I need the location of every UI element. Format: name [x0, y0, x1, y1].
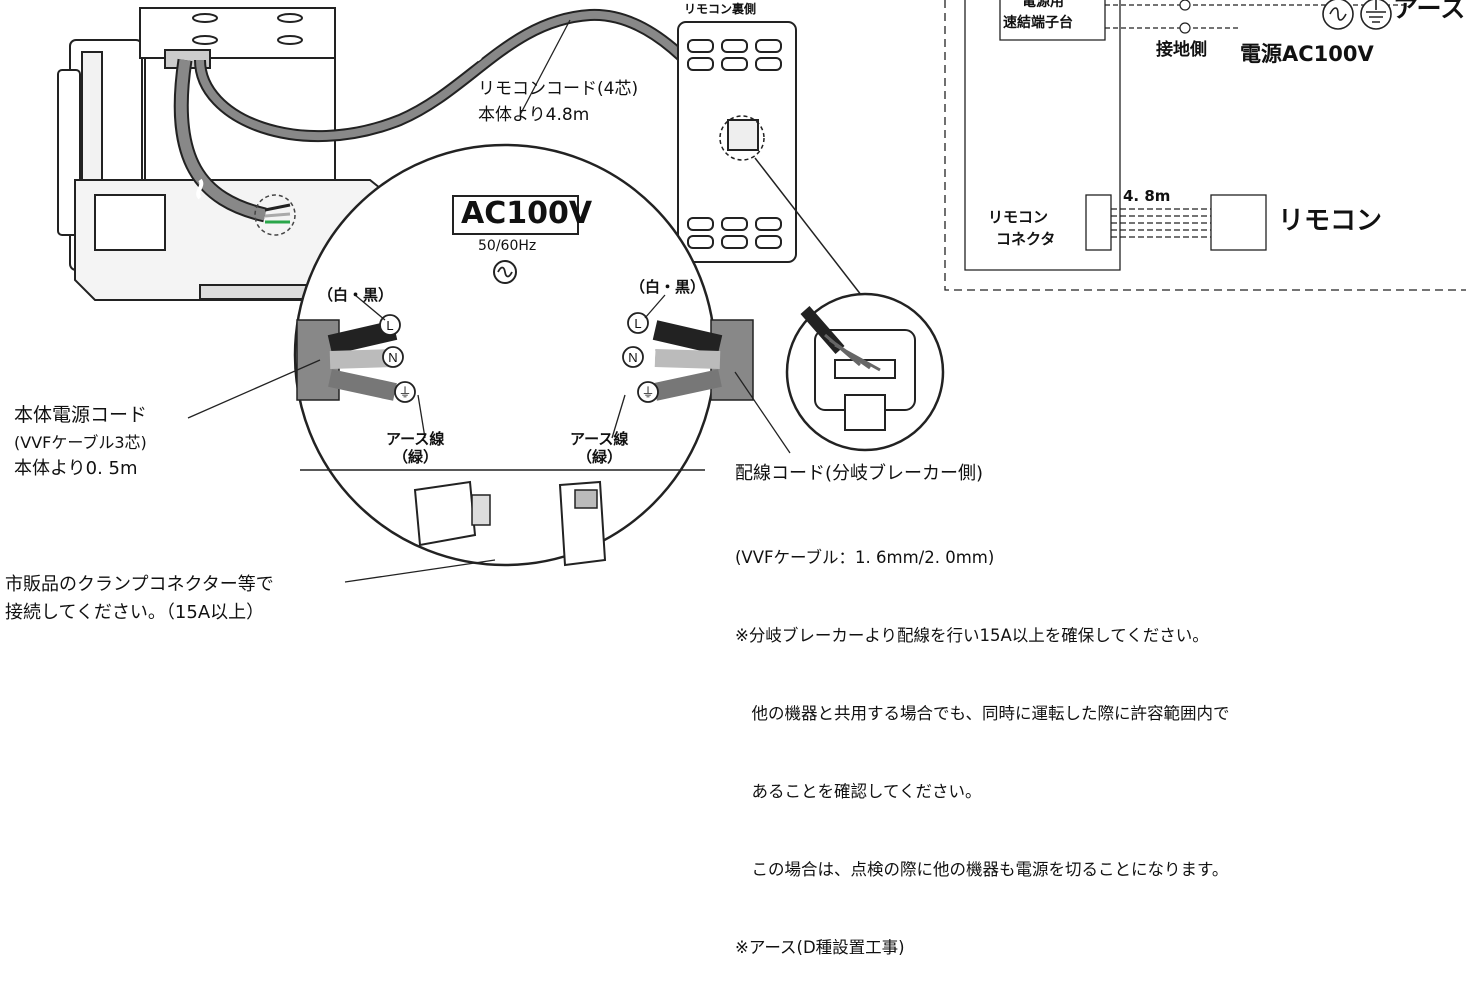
- wiring-diagram: L N ⏚ L N ⏚: [57, 0, 1466, 583]
- wiring-note-4: あることを確認してください。: [735, 782, 982, 801]
- voltage-label: AC100V: [461, 196, 593, 231]
- wire-color-right: （白・黒）: [630, 278, 706, 296]
- wiring-magnifier: L N ⏚ L N ⏚: [293, 143, 754, 567]
- remote-cord-label: リモコンコード(4芯): [478, 79, 639, 99]
- connector-label-1: リモコン: [988, 208, 1049, 226]
- wire-color-left: （白・黒）: [318, 286, 394, 304]
- svg-text:⏚: ⏚: [641, 385, 654, 400]
- earth-wire-left: アース線: [386, 430, 445, 448]
- wiring-note-1: (VVFケーブル：1. 6mm/2. 0mm): [735, 548, 995, 567]
- earth-label: アース: [1393, 0, 1466, 23]
- power-cord-type: (VVFケーブル3芯): [14, 433, 147, 452]
- ground-side-label: 接地側: [1156, 40, 1207, 60]
- unit-cords: [173, 8, 745, 223]
- wiring-note-3: 他の機器と共用する場合でも、同時に運転した際に許容範囲内で: [735, 704, 1230, 723]
- wiring-note-2: ※分岐ブレーカーより配線を行い15A以上を確保してください。: [735, 626, 1209, 645]
- power-cord-length: 本体より0. 5m: [14, 458, 138, 479]
- leader-remote-connector: [754, 157, 866, 301]
- svg-text:L: L: [634, 316, 641, 331]
- cord-end-detail: [254, 194, 296, 236]
- svg-text:L: L: [386, 318, 393, 333]
- schematic: [944, 0, 1466, 291]
- remote-back-panel: [677, 21, 797, 263]
- leader-lines: [187, 19, 791, 583]
- wiring-notes: (VVFケーブル：1. 6mm/2. 0mm) ※分岐ブレーカーより配線を行い1…: [735, 493, 1230, 987]
- power-label: 電源AC100V: [1240, 42, 1374, 66]
- frequency-label: 50/60Hz: [478, 238, 537, 254]
- svg-text:⏚: ⏚: [398, 385, 411, 400]
- connector-label-2: コネクタ: [996, 230, 1056, 248]
- wiring-cord-label: 配線コード(分岐ブレーカー側): [735, 463, 984, 484]
- remote-cord-length: 本体より4.8m: [478, 105, 590, 125]
- connector-magnifier: [785, 292, 945, 452]
- wiring-note-6: ※アース(D種設置工事): [735, 938, 905, 957]
- remote-back-title: リモコン裏側: [684, 2, 757, 16]
- earth-wire-right-color: （緑）: [577, 448, 623, 466]
- svg-text:N: N: [388, 350, 397, 365]
- distance-label: 4. 8m: [1123, 187, 1171, 205]
- wiring-note-5: この場合は、点検の際に他の機器も電源を切ることになります。: [735, 860, 1229, 879]
- earth-wire-right: アース線: [570, 430, 629, 448]
- power-cord-label: 本体電源コード: [14, 404, 148, 426]
- terminal-label-1: 電源用: [1022, 0, 1064, 10]
- clamp-note-1: 市販品のクランプコネクター等で: [5, 574, 274, 595]
- terminal-label-2: 速結端子台: [1003, 15, 1073, 31]
- earth-wire-left-color: （緑）: [393, 448, 439, 466]
- svg-text:N: N: [628, 350, 637, 365]
- clamp-note-2: 接続してください。（15A以上）: [5, 602, 265, 623]
- remote-label: リモコン: [1278, 206, 1383, 236]
